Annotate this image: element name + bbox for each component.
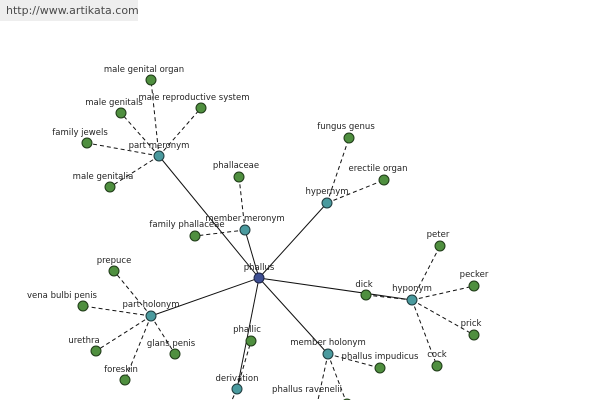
leaf-cock-node[interactable]	[431, 360, 443, 372]
leaf-erectile-organ-node[interactable]	[378, 174, 390, 186]
leaf-male-genitalia-label[interactable]: male genitalia	[73, 172, 134, 182]
edge-center-member-holonym	[258, 277, 329, 355]
leaf-fungus-genus-label[interactable]: fungus genus	[317, 122, 375, 132]
relation-part-holonym-node[interactable]	[145, 310, 157, 322]
edge-part-holonym-glans-penis	[150, 315, 176, 355]
relation-member-holonym-node[interactable]	[322, 348, 334, 360]
leaf-family-jewels-label[interactable]: family jewels	[52, 128, 108, 138]
center-phallus-label[interactable]: phallus	[244, 263, 275, 273]
leaf-phallus-impudicus-label[interactable]: phallus impudicus	[342, 352, 419, 362]
center-phallus-node[interactable]	[253, 272, 265, 284]
edge-part-meronym-male-reproductive-system	[158, 107, 202, 157]
relation-hyponym-node[interactable]	[406, 294, 418, 306]
edge-part-meronym-male-genitals	[120, 112, 160, 157]
relation-member-meronym-node[interactable]	[239, 224, 251, 236]
edge-center-hyponym	[258, 277, 413, 301]
edge-member-holonym-phallus-impudicus	[327, 353, 381, 369]
edge-hypernym-fungus-genus	[326, 137, 350, 204]
relation-hypernym-label[interactable]: hypernym	[305, 187, 348, 197]
edge-center-part-meronym	[158, 155, 260, 279]
leaf-foreskin-label[interactable]: foreskin	[104, 365, 138, 375]
edge-hyponym-prick	[411, 299, 475, 336]
relation-derivation-label[interactable]: derivation	[215, 374, 258, 384]
edge-member-meronym-family-phallaceae	[194, 229, 246, 237]
leaf-phallaceae-node[interactable]	[233, 171, 245, 183]
edge-center-derivation	[236, 277, 260, 390]
edge-part-meronym-family-jewels	[86, 142, 160, 157]
relation-part-holonym-label[interactable]: part holonym	[123, 300, 180, 310]
leaf-male-reproductive-system-label[interactable]: male reproductive system	[138, 93, 249, 103]
leaf-dick-node[interactable]	[360, 289, 372, 301]
leaf-phallaceae-label[interactable]: phallaceae	[213, 161, 259, 171]
leaf-cock-label[interactable]: cock	[427, 350, 447, 360]
leaf-prepuce-label[interactable]: prepuce	[97, 256, 132, 266]
leaf-pecker-label[interactable]: pecker	[460, 270, 489, 280]
leaf-urethra-label[interactable]: urethra	[68, 336, 99, 346]
leaf-prick-node[interactable]	[468, 329, 480, 341]
leaf-vena-bulbi-penis-node[interactable]	[77, 300, 89, 312]
leaf-male-genital-organ-label[interactable]: male genital organ	[104, 65, 184, 75]
relation-member-meronym-label[interactable]: member meronym	[205, 214, 284, 224]
leaf-pecker-node[interactable]	[468, 280, 480, 292]
edge-member-holonym-phallus-ravenelii	[327, 353, 347, 400]
edge-center-hypernym	[258, 202, 328, 279]
edge-part-holonym-foreskin	[124, 315, 152, 381]
graph-nodes	[77, 74, 480, 400]
leaf-fungus-genus-node[interactable]	[343, 132, 355, 144]
leaf-family-phallaceae-label[interactable]: family phallaceae	[149, 220, 224, 230]
relation-part-meronym-node[interactable]	[153, 150, 165, 162]
edge-center-part-holonym	[150, 277, 260, 317]
edge-part-meronym-male-genitalia	[109, 155, 160, 188]
edge-part-holonym-prepuce	[113, 270, 152, 317]
edge-part-holonym-vena-bulbi-penis	[82, 305, 152, 317]
leaf-family-jewels-node[interactable]	[81, 137, 93, 149]
edge-member-meronym-phallaceae	[238, 176, 246, 231]
leaf-phallic-label[interactable]: phallic	[233, 325, 261, 335]
leaf-male-reproductive-system-node[interactable]	[195, 102, 207, 114]
leaf-erectile-organ-label[interactable]: erectile organ	[349, 164, 408, 174]
edge-hyponym-cock	[411, 299, 438, 367]
relation-hypernym-node[interactable]	[321, 197, 333, 209]
leaf-prepuce-node[interactable]	[108, 265, 120, 277]
leaf-male-genitals-node[interactable]	[115, 107, 127, 119]
relation-member-holonym-label[interactable]: member holonym	[290, 338, 365, 348]
leaf-prick-label[interactable]: prick	[461, 319, 482, 329]
edge-hypernym-erectile-organ	[326, 179, 385, 204]
leaf-glans-penis-node[interactable]	[169, 348, 181, 360]
leaf-glans-penis-label[interactable]: glans penis	[147, 339, 196, 349]
edge-derivation-phallic	[236, 340, 252, 390]
site-url-link[interactable]: http://www.artikata.com	[6, 4, 139, 17]
leaf-male-genitalia-node[interactable]	[104, 181, 116, 193]
leaf-phallus-ravenelii-label[interactable]: phallus ravenelii	[272, 385, 342, 395]
edge-hyponym-dick	[365, 294, 413, 301]
leaf-foreskin-node[interactable]	[119, 374, 131, 386]
relation-derivation-node[interactable]	[231, 383, 243, 395]
leaf-phallus-impudicus-node[interactable]	[374, 362, 386, 374]
edge-member-holonym-offscreen	[317, 353, 329, 400]
leaf-male-genital-organ-node[interactable]	[145, 74, 157, 86]
edge-hyponym-pecker	[411, 285, 475, 301]
relation-hyponym-label[interactable]: hyponym	[392, 284, 432, 294]
edge-part-meronym-male-genital-organ	[150, 79, 160, 157]
leaf-family-phallaceae-node[interactable]	[189, 230, 201, 242]
leaf-vena-bulbi-penis-label[interactable]: vena bulbi penis	[27, 291, 98, 301]
leaf-peter-node[interactable]	[434, 240, 446, 252]
leaf-dick-label[interactable]: dick	[355, 280, 372, 290]
leaf-urethra-node[interactable]	[90, 345, 102, 357]
edge-center-member-meronym	[244, 229, 260, 279]
edge-part-holonym-urethra	[95, 315, 152, 352]
leaf-male-genitals-label[interactable]: male genitals	[85, 98, 143, 108]
leaf-peter-label[interactable]: peter	[427, 230, 450, 240]
leaf-phallic-node[interactable]	[245, 335, 257, 347]
relation-part-meronym-label[interactable]: part meronym	[129, 141, 190, 151]
edge-hyponym-peter	[411, 245, 441, 301]
url-banner: http://www.artikata.com	[0, 0, 139, 21]
graph-edges	[82, 79, 475, 400]
